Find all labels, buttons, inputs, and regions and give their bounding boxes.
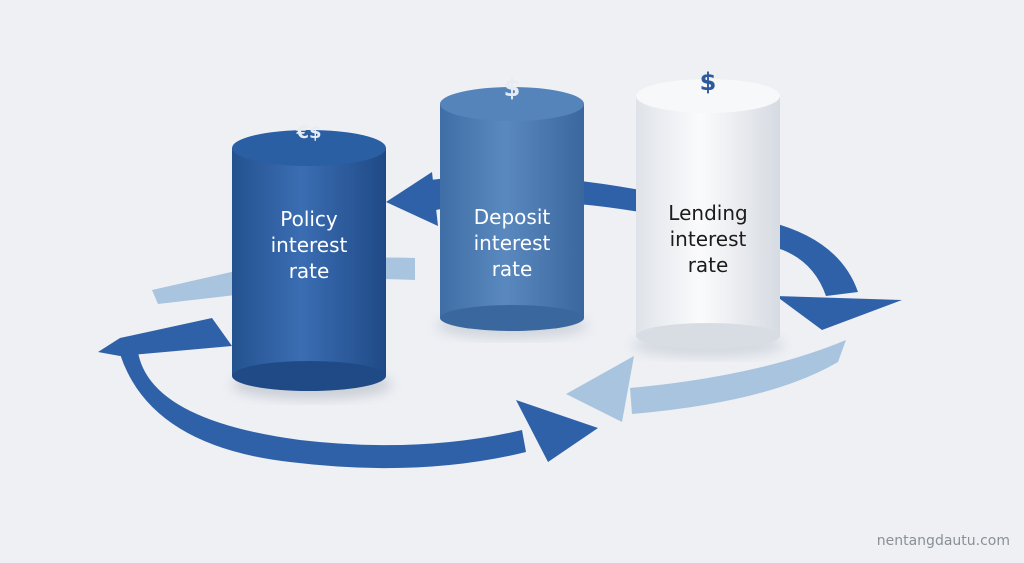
- dollar-symbol-icon: $: [503, 74, 521, 102]
- arrow-top-head: [386, 172, 438, 226]
- arrow-right-head: [776, 296, 902, 330]
- label-line: rate: [288, 259, 330, 283]
- arrow-front-head: [516, 400, 598, 462]
- label-line: Policy: [280, 207, 338, 231]
- label-line: Lending: [668, 201, 748, 225]
- arrow-right-segment: [770, 222, 858, 296]
- label-line: interest: [669, 227, 747, 251]
- label-line: interest: [270, 233, 348, 257]
- arrow-bottom-light-segment: [630, 340, 846, 414]
- euro-dollar-symbol-icon: €$: [296, 122, 322, 143]
- arrow-front-tail: [98, 318, 232, 356]
- deposit-interest-rate-label: Deposit interest rate: [432, 204, 592, 282]
- label-line: interest: [473, 231, 551, 255]
- watermark-text: nentangdautu.com: [876, 533, 1010, 549]
- cylinder-lending: [636, 79, 780, 349]
- dollar-symbol-icon: $: [699, 68, 717, 96]
- label-line: rate: [687, 253, 729, 277]
- cylinder-policy: [232, 130, 386, 391]
- label-line: rate: [491, 257, 533, 281]
- label-line: Deposit: [473, 205, 551, 229]
- cylinder-deposit: [440, 87, 584, 331]
- arrow-bottom-light-head: [566, 356, 634, 422]
- arrow-front-segment: [120, 352, 526, 469]
- lending-interest-rate-label: Lending interest rate: [628, 200, 788, 278]
- policy-interest-rate-label: Policy interest rate: [229, 206, 389, 284]
